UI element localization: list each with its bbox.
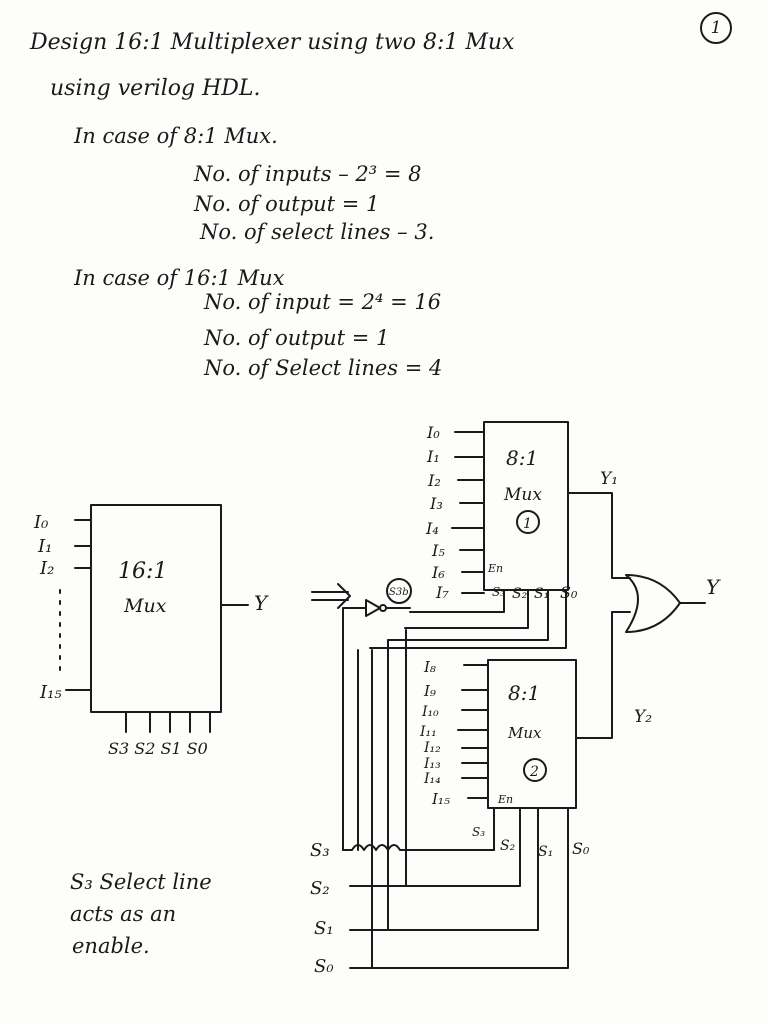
mux1-number: 1 [523,516,532,532]
inverter-label-circle [386,578,412,604]
mux2-input-9-label: I₉ [423,682,436,700]
mux2-input-8-label: I₈ [423,658,436,676]
block-16to1-label-1: 16:1 [118,559,167,584]
mux2-output-wire [575,611,631,739]
mux1-input-1-label: I₁ [426,447,440,466]
mux2-label-1: 8:1 [508,681,540,705]
mux1-input-2-label: I₂ [427,471,441,490]
inverter-label: S3b [389,587,409,598]
case-8to1-title: In case of 8:1 Mux. [74,124,278,148]
mux2-s3-label: S₃ [472,825,485,839]
mux2-input-10-label: I₁₀ [421,704,439,720]
heading-line-1: Design 16:1 Multiplexer using two 8:1 Mu… [30,30,515,55]
block-16to1-input-2-label: I₂ [39,558,54,579]
select-input-s1: S₁ [314,918,334,939]
mux2-s0-label: S₀ [572,839,590,858]
heading-line-2: using verilog HDL. [50,76,261,101]
mux2-output-label: Y₂ [634,707,652,727]
mux1-box [483,421,569,591]
mux2-input-11-label: I₁₁ [419,724,437,740]
mux2-enable-label: En [497,793,513,806]
or-gate [625,574,681,633]
mux2-input-13-label: I₁₃ [423,756,441,772]
block-16to1-box [90,504,222,713]
mux2-s1-label: S₁ [538,844,553,860]
mux1-input-5-label: I₅ [431,541,445,560]
mux1-output-wire [567,492,631,579]
mux1-s0-pin [369,589,567,649]
mux2-number-circle [523,758,547,782]
block-16to1-labels: 16:1 Mux Y I₀ I₁ I₂ I₁₅ S3 S2 S1 S0 [33,512,269,758]
s3-input-wire [342,844,495,851]
mux1-labels: 8:1 Mux 1 I₀ I₁ I₂ I₃ I₄ I₅ I₆ I₇ En S₃ … [389,423,618,602]
case-8to1-inputs: No. of inputs – 2³ = 8 [194,162,422,186]
select-input-s2: S₂ [310,878,330,899]
mux2-number: 2 [529,764,539,780]
note-line-3: enable. [72,934,150,958]
mux2-input-15-label: I₁₅ [431,790,450,808]
case-16to1-title: In case of 16:1 Mux [74,266,285,290]
mux1-input-4-label: I₄ [425,519,439,538]
mux1-input-0-label: I₀ [426,423,440,442]
mux2-label-2: Mux [507,724,542,742]
mux2-input-12-label: I₁₂ [423,740,441,756]
mux1-s1-label: S₁ [534,586,549,602]
mux1-input-6-label: I₆ [431,563,445,582]
mux2-s2-pin [405,807,521,887]
mux2-s2-label: S₂ [500,838,516,854]
mux1-s2-pin [404,589,529,629]
case-16to1-select-lines: No. of Select lines = 4 [204,356,443,380]
mux1-s1-pin [387,589,549,641]
mux2-s0-pin [371,807,569,969]
case-8to1-select-lines: No. of select lines – 3. [200,220,435,244]
case-16to1-inputs: No. of input = 2⁴ = 16 [204,290,442,314]
case-16to1-outputs: No. of output = 1 [204,326,390,350]
note-line-2: acts as an [70,902,177,926]
mux1-input-7-label: I₇ [435,583,449,602]
case-8to1-outputs: No. of output = 1 [194,192,380,216]
inverter-triangle [365,599,381,617]
implies-arrow-head [337,583,351,609]
block-16to1-label-2: Mux [123,595,167,617]
mux1-s0-label: S₀ [560,583,578,602]
block-16to1-input-15-label: I₁₅ [39,682,62,703]
mux1-enable-label: En [487,562,503,575]
block-16to1-output-label: Y [254,591,269,615]
mux2-s1-pin [387,807,539,931]
mux1-label-2: Mux [503,485,542,505]
mux2-box [487,659,577,809]
mux1-s2-label: S₂ [512,586,528,602]
mux1-output-label: Y₁ [600,469,618,489]
or-output-label: Y [706,575,721,599]
mux2-input-14-label: I₁₄ [423,771,441,787]
page-number: 1 [700,12,732,44]
select-input-labels: S₃ S₂ S₁ S₀ [310,840,334,977]
mux1-label-1: 8:1 [506,446,538,470]
block-16to1-input-1-label: I₁ [37,536,52,557]
block-16to1-input-0-label: I₀ [33,512,48,533]
block-16to1-select-labels: S3 S2 S1 S0 [108,739,208,758]
select-input-s0: S₀ [314,956,334,977]
mux1-s3-pin [409,589,505,613]
mux1-s3-label: S₃ [492,585,505,599]
mux1-input-3-label: I₃ [429,494,443,513]
mux2-labels: 8:1 Mux 2 I₈ I₉ I₁₀ I₁₁ I₁₂ I₁₃ I₁₄ I₁₅ … [419,658,652,860]
mux1-number-circle [516,510,540,534]
select-input-s3: S₃ [310,840,330,861]
note-line-1: S₃ Select line [70,870,212,894]
